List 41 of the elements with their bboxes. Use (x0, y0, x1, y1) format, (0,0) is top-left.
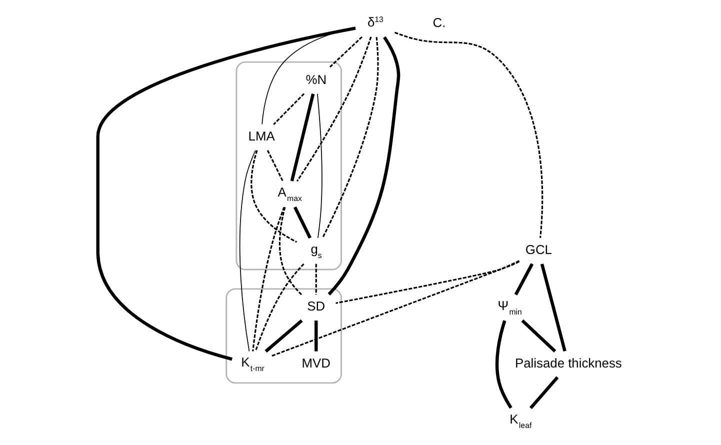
connector (296, 36, 372, 182)
connector (328, 36, 362, 68)
connector (314, 320, 318, 352)
node-text: K$_{t-mr}$ (240, 354, 264, 374)
connector (254, 263, 304, 352)
node-text: MVD (301, 355, 330, 370)
connector (272, 93, 304, 126)
connector (292, 206, 312, 239)
connector (321, 36, 378, 238)
node-text: GCL (524, 242, 552, 258)
connector (520, 319, 556, 353)
connector (335, 261, 519, 304)
cluster (235, 61, 342, 270)
connector (540, 264, 566, 352)
connector (252, 206, 284, 352)
connector (514, 263, 534, 296)
connector (250, 150, 297, 243)
connector (327, 36, 400, 296)
node-text: g$_{s}$ (310, 241, 322, 260)
node-text: LMA (248, 128, 274, 144)
connector (238, 150, 256, 352)
node-text: A$_{max}$ (277, 184, 302, 204)
node-text: K$_{leaf}$ (509, 411, 532, 430)
node-text: Ψ$_{min}$ (497, 298, 522, 317)
connector (528, 376, 558, 410)
node-text: SD (306, 298, 325, 314)
connector (278, 207, 302, 296)
connector (264, 319, 302, 353)
node-text: Palisade thickness (514, 355, 622, 370)
connector (394, 32, 543, 238)
label: C. (432, 15, 446, 30)
node-text: %N (305, 72, 326, 87)
cluster (225, 288, 342, 384)
connector (314, 264, 316, 295)
connector (494, 320, 512, 409)
connector (96, 26, 356, 361)
connector (316, 93, 322, 238)
node-text: δ$^{13}$ (366, 14, 383, 30)
connector (266, 150, 284, 182)
connector (270, 260, 520, 357)
connector (290, 93, 314, 182)
